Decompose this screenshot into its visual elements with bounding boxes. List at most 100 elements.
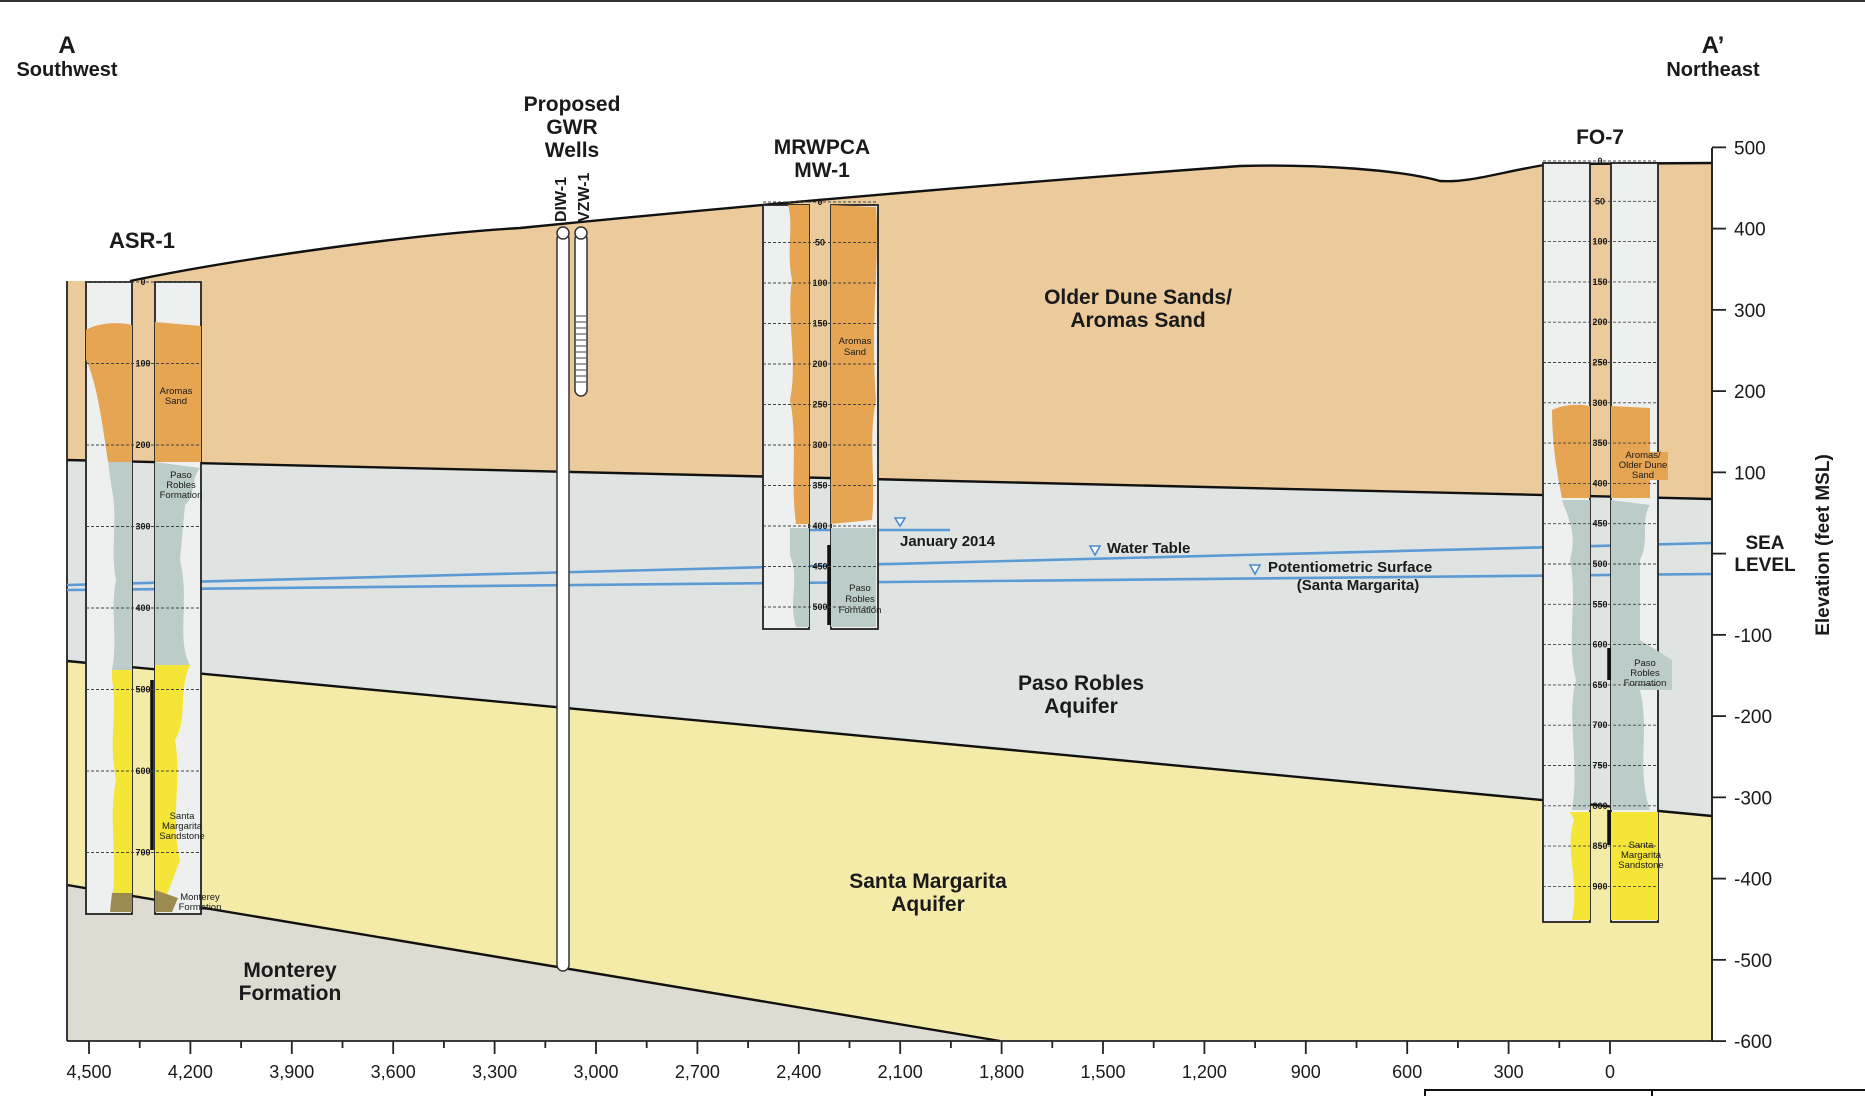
- ground-surface-line: [129, 161, 1713, 283]
- depth-tick-label: 400: [135, 603, 150, 613]
- water-table-label: Water Table: [1107, 540, 1190, 557]
- diw1-wellhead-icon: [556, 226, 570, 240]
- asr1-margarita-log-right: [155, 665, 190, 900]
- depth-tick-label: 600: [135, 766, 150, 776]
- unit-labels: Older Dune Sands/ Aromas Sand Paso Roble…: [239, 286, 1232, 1005]
- asr1-aromas-log-right: [155, 322, 201, 462]
- water-table-line: [66, 541, 1713, 587]
- elevation-tick-label: -600: [1734, 1032, 1772, 1053]
- fo7-aromas-log-left: [1552, 404, 1590, 498]
- diw1-label: DIW-1: [553, 177, 570, 222]
- distance-tick-label: 2,700: [675, 1062, 720, 1082]
- fo7-unit-paso-2: Robles: [1630, 668, 1660, 679]
- asr1-monterey-log: [110, 890, 178, 912]
- santa-margarita-label-line-1: Santa Margarita: [849, 870, 1007, 893]
- asr1-unit-aromas-1: Aromas: [160, 386, 193, 397]
- asr1-aromas-log-left: [86, 323, 132, 462]
- monterey-label-line-1: Monterey: [243, 959, 337, 982]
- asr1-paso-log-right: [155, 462, 200, 665]
- elevation-tick-label: -100: [1734, 626, 1772, 647]
- asr1-name: ASR-1: [109, 228, 175, 253]
- gwr-name-line-2: GWR: [546, 116, 597, 139]
- depth-tick-label: 350: [1592, 438, 1607, 448]
- fo7-unit-margarita-3: Sandstone: [1618, 860, 1663, 871]
- paso-robles-label-line-1: Paso Robles: [1018, 672, 1144, 695]
- depth-tick-label: 50: [815, 238, 825, 248]
- asr1-margarita-log-left: [112, 670, 132, 900]
- gwr-name-line-1: Proposed: [524, 93, 621, 116]
- elevation-tick-label: -400: [1734, 870, 1772, 891]
- elevation-tick-label: 400: [1734, 220, 1766, 241]
- asr1-unit-margarita-2: Margarita: [162, 821, 203, 832]
- sea-level-label-line-2: LEVEL: [1734, 555, 1796, 576]
- distance-tick-label: 300: [1494, 1062, 1524, 1082]
- fo7-paso-log-right: [1611, 500, 1672, 810]
- mw1-name-line-2: MW-1: [794, 159, 850, 182]
- distance-tick-label: 1,800: [979, 1062, 1024, 1082]
- older-dune-label-line-2: Aromas Sand: [1070, 309, 1205, 332]
- elevation-tick-label: 500: [1734, 138, 1766, 159]
- older-dune-label-line-1: Older Dune Sands/: [1044, 286, 1232, 309]
- depth-tick-label: 200: [1592, 317, 1607, 327]
- depth-tick-label: 750: [1592, 761, 1607, 771]
- fo7-unit-paso-3: Formation: [1624, 678, 1667, 689]
- right-end-direction: Northeast: [1666, 59, 1760, 81]
- depth-tick-label: 700: [135, 848, 150, 858]
- depth-tick-label: 300: [1592, 398, 1607, 408]
- asr1-unit-paso-1: Paso: [170, 470, 192, 481]
- mw1-unit-aromas-2: Sand: [844, 347, 866, 358]
- depth-tick-label: 100: [1592, 237, 1607, 247]
- santa-margarita-fill: [67, 661, 1712, 1041]
- mw1-aromas-log-right: [831, 205, 877, 524]
- asr1-unit-paso-3: Formation: [160, 490, 203, 501]
- mw1-aromas-log-left: [788, 205, 809, 524]
- distance-tick-label: 3,900: [269, 1062, 314, 1082]
- margarita-monterey-contact: [66, 883, 1001, 1043]
- elevation-tick-label: 200: [1734, 382, 1766, 403]
- mw1-name-line-1: MRWPCA: [774, 136, 870, 159]
- depth-tick-label: 650: [1592, 680, 1607, 690]
- depth-tick-label: 800: [1592, 801, 1607, 811]
- depth-tick-label: 200: [812, 359, 827, 369]
- elevation-axis-title: Elevation (feet MSL): [1813, 454, 1834, 636]
- elevation-tick-label: 300: [1734, 301, 1766, 322]
- fo7-name: FO-7: [1576, 126, 1624, 149]
- depth-tick-label: 500: [1592, 559, 1607, 569]
- depth-tick-label: 150: [1592, 277, 1607, 287]
- paso-margarita-contact: [66, 659, 1713, 818]
- fo7-aromas-log-right: [1611, 406, 1668, 498]
- right-end-letter: A’: [1702, 32, 1725, 59]
- distance-tick-label: 3,000: [573, 1062, 618, 1082]
- distance-tick-label: 3,600: [371, 1062, 416, 1082]
- distance-tick-label: 1,200: [1182, 1062, 1227, 1082]
- elevation-tick-label: -300: [1734, 788, 1772, 809]
- left-end-direction: Southwest: [16, 59, 117, 81]
- mw1-unit-paso-1: Paso: [849, 583, 871, 594]
- depth-tick-label: 300: [135, 522, 150, 532]
- mw1-paso-log-right: [831, 528, 876, 627]
- fo7-unit-margarita-1: Santa: [1629, 840, 1655, 851]
- fo7-unit-aromas-2: Older Dune: [1619, 460, 1668, 471]
- log-unit-labels: Aromas Sand Paso Robles Formation Santa …: [159, 336, 1667, 913]
- fo7-paso-log-left: [1562, 500, 1590, 810]
- depth-tick-label: 250: [1592, 358, 1607, 368]
- depth-tick-label: 250: [812, 400, 827, 410]
- axis-labels: SEA LEVEL Elevation (feet MSL): [1734, 454, 1834, 636]
- potentiometric-marker-icon: [1248, 564, 1262, 576]
- asr1-paso-log-left: [108, 462, 132, 670]
- asr1-unit-margarita-3: Sandstone: [159, 831, 204, 842]
- depth-tick-label: 550: [1592, 599, 1607, 609]
- older-dune-sands-fill: [67, 163, 1712, 499]
- sea-level-label-line-1: SEA: [1745, 533, 1784, 554]
- geologic-units: [67, 163, 1712, 1041]
- vzw1-label: VZW-1: [576, 172, 593, 222]
- fo7-unit-margarita-2: Margarita: [1621, 850, 1662, 861]
- mw1-unit-paso-3: Formation: [839, 605, 882, 616]
- depth-tick-label: 100: [812, 278, 827, 288]
- distance-tick-label: 0: [1605, 1062, 1615, 1082]
- january-2014-marker-icon: [893, 517, 907, 528]
- elevation-tick-label: 100: [1734, 463, 1766, 484]
